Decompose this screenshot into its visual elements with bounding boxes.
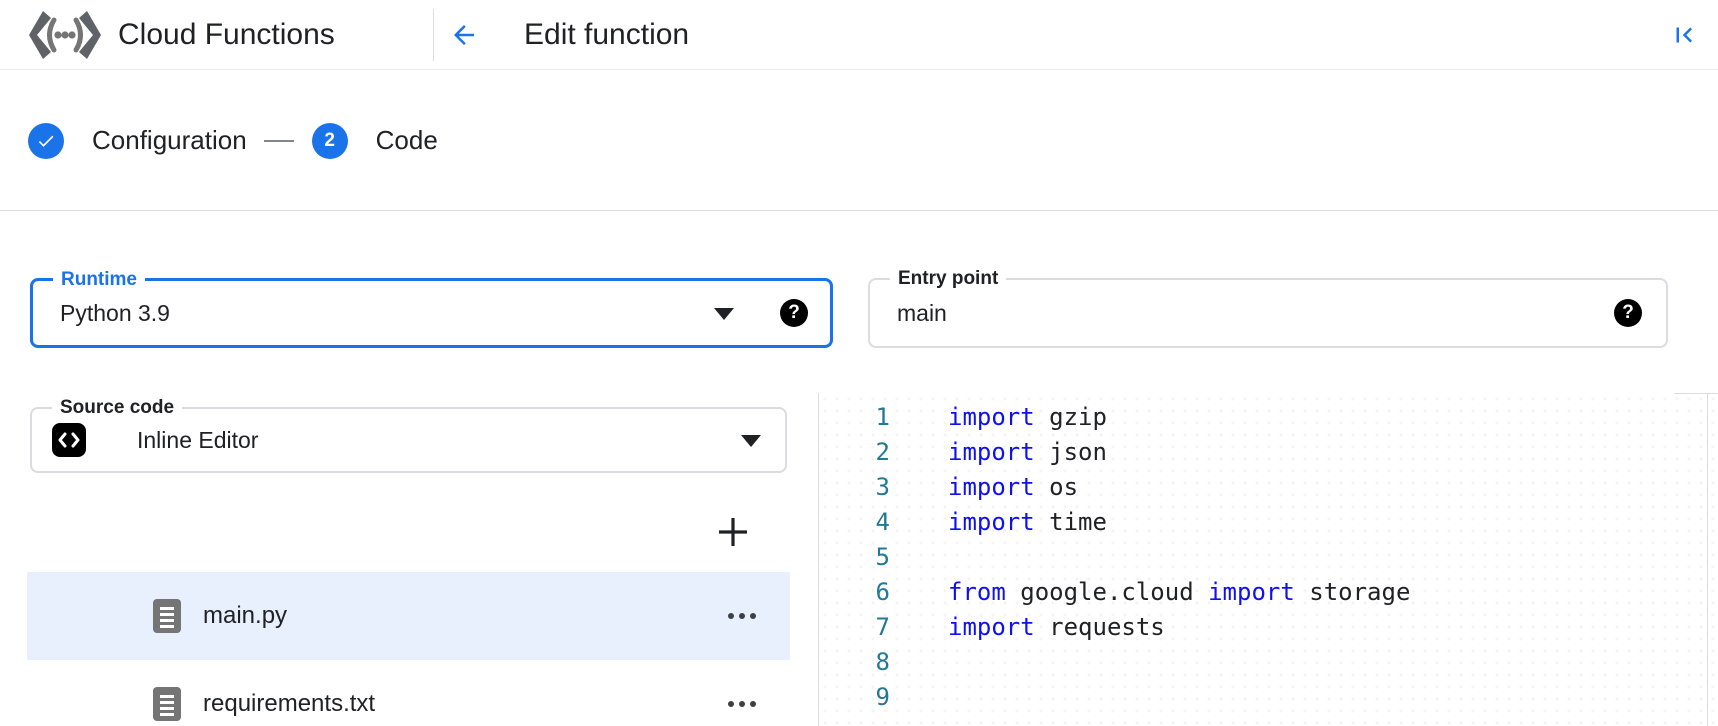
file-overflow-menu-icon[interactable] xyxy=(728,613,756,619)
file-row[interactable]: main.py xyxy=(27,572,790,660)
step-label: Code xyxy=(375,125,438,155)
step-code[interactable]: 2 Code xyxy=(311,122,438,159)
first-page-icon xyxy=(1676,27,1693,42)
code-editor[interactable]: 1 import gzip 2 import json 3 import os … xyxy=(818,393,1718,726)
arrow-back-icon xyxy=(454,24,474,45)
source-code-label: Source code xyxy=(52,396,183,420)
product-header: Cloud Functions xyxy=(0,10,433,59)
runtime-select[interactable]: Runtime Python 3.9 ? xyxy=(30,268,833,348)
code-text: import os xyxy=(948,473,1079,501)
code-text: import requests xyxy=(948,613,1165,641)
code-line: 9 xyxy=(819,680,1718,715)
page-title: Edit function xyxy=(524,17,690,51)
code-line: 2 import json xyxy=(819,435,1718,470)
code-text: from google.cloud import storage xyxy=(948,578,1411,606)
line-number: 5 xyxy=(875,543,890,571)
editor-scrollbar-track[interactable] xyxy=(1707,393,1708,726)
code-text xyxy=(890,540,948,575)
dropdown-arrow-icon[interactable] xyxy=(741,435,761,447)
file-name: main.py xyxy=(203,602,288,629)
code-line: 1 import gzip xyxy=(819,400,1718,435)
code-line: 4 import time xyxy=(819,505,1718,540)
code-text: import time xyxy=(948,508,1107,536)
source-code-select[interactable]: Source code Inline Editor xyxy=(30,396,787,473)
runtime-label: Runtime xyxy=(53,268,145,292)
runtime-help-button[interactable]: ? xyxy=(780,299,808,327)
dropdown-arrow-icon[interactable] xyxy=(714,308,734,320)
product-title[interactable]: Cloud Functions xyxy=(118,17,335,51)
code-text xyxy=(890,680,948,715)
step-complete-check-icon xyxy=(28,122,64,159)
file-icon xyxy=(153,599,181,633)
step-label: Configuration xyxy=(92,125,247,155)
wizard-stepper: Configuration 2 Code xyxy=(0,71,1718,211)
line-number: 1 xyxy=(875,403,890,431)
entry-point-field: Entry point ? xyxy=(868,267,1668,348)
entry-point-help-button[interactable]: ? xyxy=(1614,299,1642,327)
file-list: main.py requirements.txt xyxy=(27,572,790,726)
code-line: 7 import requests xyxy=(819,610,1718,645)
step-number-badge: 2 xyxy=(311,122,348,159)
code-line: 6 from google.cloud import storage xyxy=(819,575,1718,610)
line-number: 2 xyxy=(875,438,890,466)
line-number: 8 xyxy=(875,648,890,676)
app-header: Cloud Functions Edit function xyxy=(0,0,1718,70)
collapse-panel-button[interactable] xyxy=(1664,15,1704,55)
add-file-button[interactable] xyxy=(712,511,754,553)
editor-scrollbar-track-top xyxy=(1674,393,1718,394)
line-number: 7 xyxy=(875,613,890,641)
code-text: import gzip xyxy=(948,403,1107,431)
code-text: import json xyxy=(948,438,1107,466)
line-number: 6 xyxy=(875,578,890,606)
back-button[interactable] xyxy=(444,15,484,55)
file-name: requirements.txt xyxy=(203,690,376,717)
file-row[interactable]: requirements.txt xyxy=(27,660,790,726)
line-number: 3 xyxy=(875,473,890,501)
header-divider xyxy=(433,8,434,61)
code-text xyxy=(890,645,948,680)
inline-editor-icon xyxy=(52,423,86,457)
code-line: 5 xyxy=(819,540,1718,575)
code-line: 8 xyxy=(819,645,1718,680)
entry-point-input[interactable] xyxy=(897,280,1477,346)
code-line: 3 import os xyxy=(819,470,1718,505)
runtime-value: Python 3.9 xyxy=(60,300,170,326)
line-number: 4 xyxy=(875,508,890,536)
line-number: 9 xyxy=(875,683,890,711)
file-icon xyxy=(153,687,181,721)
step-configuration[interactable]: Configuration xyxy=(28,122,247,159)
step-connector xyxy=(263,139,294,142)
source-code-value: Inline Editor xyxy=(137,427,259,453)
plus-icon xyxy=(719,518,747,546)
cloud-functions-logo-icon xyxy=(29,10,101,59)
file-overflow-menu-icon[interactable] xyxy=(728,701,756,707)
